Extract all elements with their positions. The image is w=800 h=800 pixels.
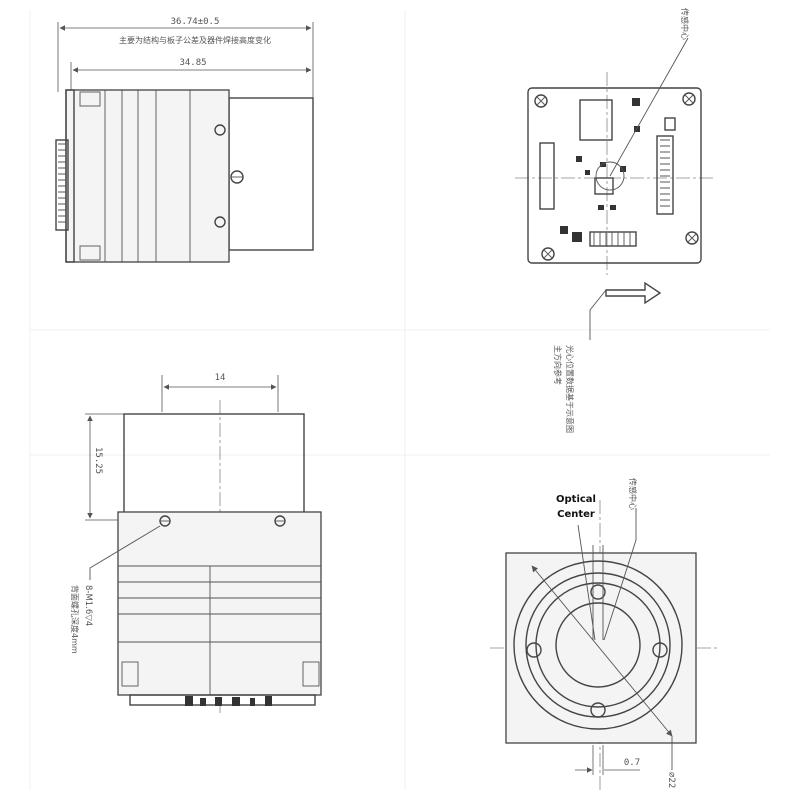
vertical-note-2: 主方向参考 xyxy=(553,345,563,385)
front-plate xyxy=(505,552,697,744)
top-note: 主要为结构与板子公差及器件焊接高度变化 xyxy=(119,35,271,45)
pcb-screw-icon xyxy=(534,92,699,261)
dim-body-length: 34.85 xyxy=(179,58,206,68)
sensor-center-label-bottom: 传感中心 xyxy=(628,478,638,510)
vertical-note-1: 光心位置数据基于示意图 xyxy=(565,345,575,433)
top-view: 14 15.25 8-M1.6▽4 背面螺孔深度4mm xyxy=(70,373,322,715)
lens-barrel-top xyxy=(123,413,305,515)
pcb-back-view: 传感中心 主方向参考 光心位置数据基于示意图 xyxy=(515,8,715,433)
dim-lens-diameter: ⌀22 xyxy=(666,772,676,788)
dim-offset: 0.7 xyxy=(624,758,640,768)
direction-arrow-icon xyxy=(605,281,662,305)
fpc-connector xyxy=(656,135,674,215)
hole-depth-note: 背面螺孔深度4mm xyxy=(70,585,80,654)
dim-overall-length: 36.74±0.5 xyxy=(171,17,220,27)
mount-hole-spec: 8-M1.6▽4 xyxy=(83,585,93,626)
dim-lens-protrusion: 15.25 xyxy=(93,447,103,474)
front-view: Optical Center 传感中心 0.7 ⌀22 xyxy=(490,478,720,790)
side-view: 36.74±0.5 主要为结构与板子公差及器件焊接高度变化 34.85 xyxy=(55,17,314,263)
dim-lens-width: 14 xyxy=(215,373,226,383)
pcb-board xyxy=(527,87,702,264)
construction-grid xyxy=(29,10,770,790)
sensor-center-label-top: 传感中心 xyxy=(680,8,690,40)
optical-center-label-2: Center xyxy=(557,509,595,520)
screw-hole-icon xyxy=(214,124,226,136)
connector xyxy=(55,139,69,231)
camera-body-top xyxy=(117,511,322,696)
camera-body xyxy=(65,89,230,263)
optical-center-label-1: Optical xyxy=(556,494,596,505)
